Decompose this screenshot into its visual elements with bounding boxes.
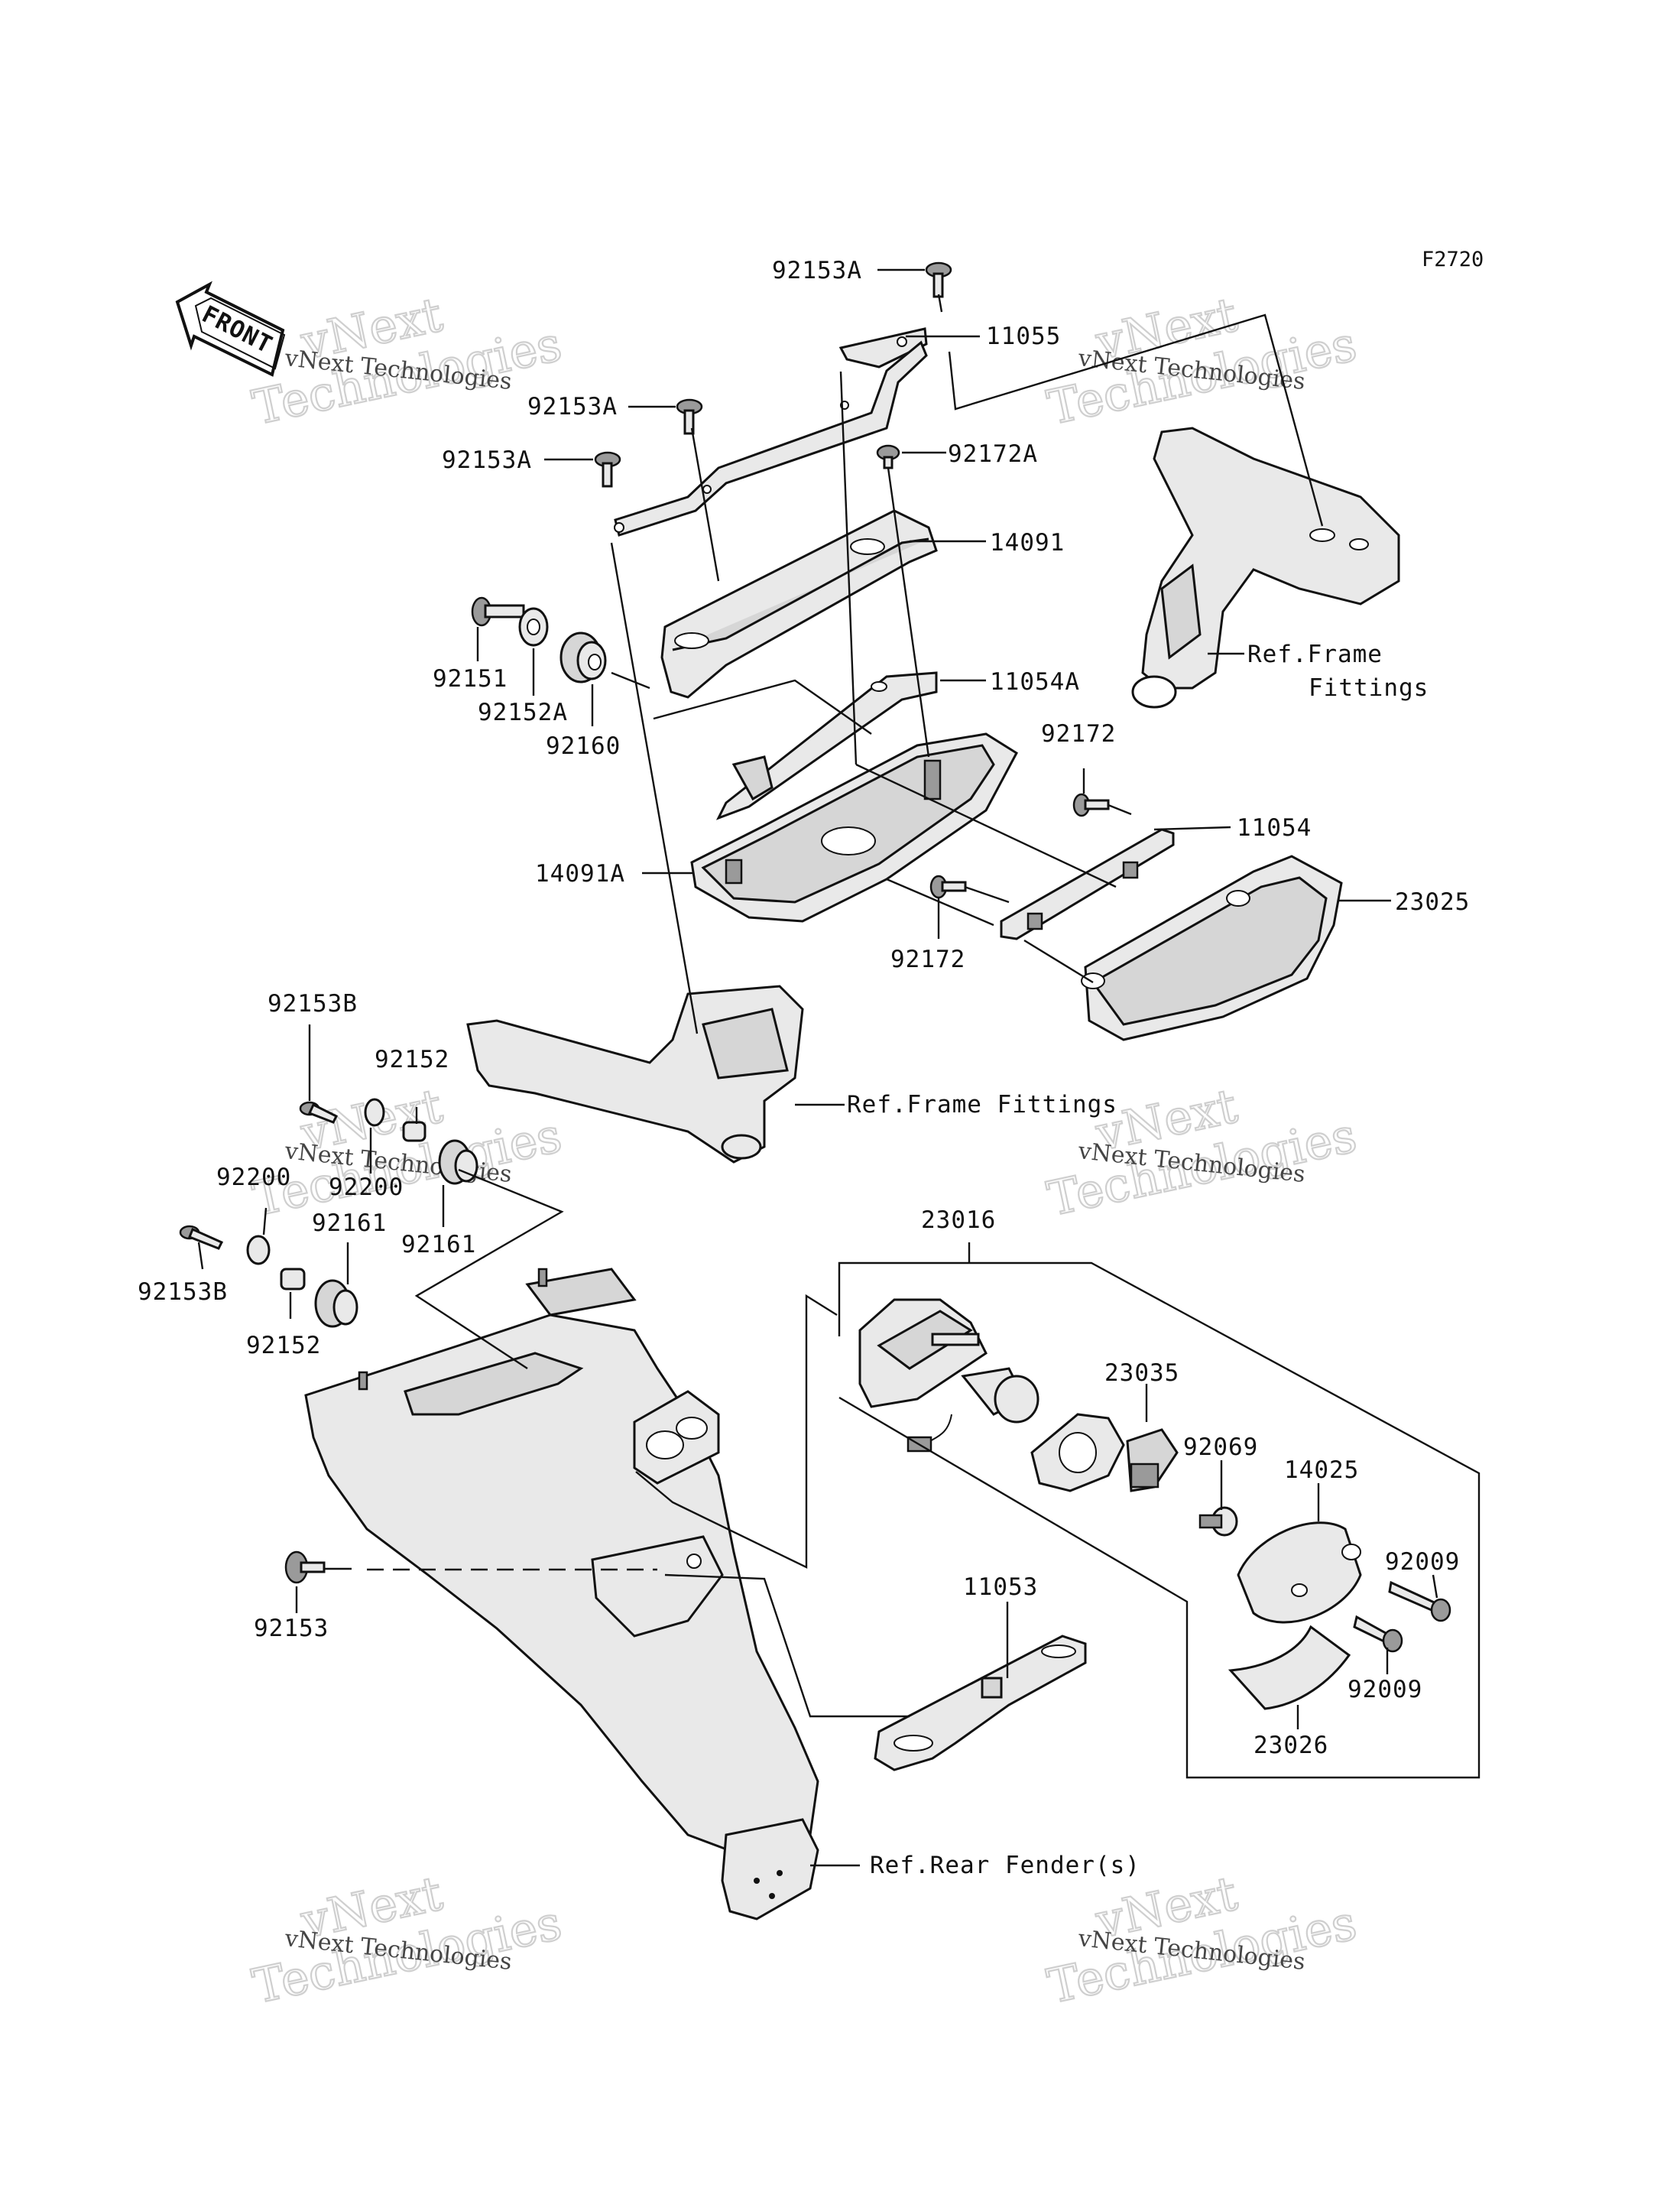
label-92161-left: 92161 bbox=[312, 1209, 387, 1237]
bolt-92153A-mid bbox=[676, 398, 703, 435]
washer-92200-mid bbox=[364, 1098, 385, 1127]
bolt-92172-top bbox=[1072, 793, 1110, 817]
label-ref-frame-upper-2: Fittings bbox=[1309, 674, 1429, 702]
label-23025: 23025 bbox=[1395, 888, 1470, 916]
label-92172-top: 92172 bbox=[1041, 720, 1116, 748]
label-92153A-top: 92153A bbox=[772, 257, 862, 284]
part-11055-bracket bbox=[614, 327, 928, 537]
label-92172A: 92172A bbox=[948, 440, 1038, 468]
grommet-92161-right bbox=[438, 1139, 478, 1185]
label-92153A-left: 92153A bbox=[442, 446, 532, 474]
part-14091A-cover bbox=[690, 732, 1018, 923]
collar-92152A bbox=[518, 607, 549, 647]
label-14025: 14025 bbox=[1284, 1456, 1359, 1484]
label-11055: 11055 bbox=[986, 323, 1061, 350]
label-92152-bottom: 92152 bbox=[246, 1332, 321, 1359]
washer-92200-left bbox=[246, 1235, 271, 1265]
leader-lines bbox=[197, 268, 1481, 1867]
label-92151: 92151 bbox=[433, 665, 508, 693]
bolt-92153A-top bbox=[925, 261, 952, 298]
part-14091-grab-rail bbox=[660, 509, 938, 699]
bolt-92153B-top bbox=[299, 1101, 339, 1124]
grommet-92160 bbox=[559, 631, 607, 683]
label-92200-left: 92200 bbox=[216, 1164, 291, 1191]
label-ref-rear-fender: Ref.Rear Fender(s) bbox=[870, 1852, 1140, 1879]
label-92200-mid: 92200 bbox=[329, 1174, 404, 1201]
screw-92009-top bbox=[1388, 1580, 1451, 1622]
label-92172-bottom: 92172 bbox=[890, 946, 965, 973]
label-11053: 11053 bbox=[963, 1573, 1038, 1601]
label-92161-right: 92161 bbox=[401, 1231, 476, 1258]
ref-rear-fender bbox=[304, 1268, 819, 1920]
screw-92009-bottom bbox=[1353, 1615, 1403, 1653]
part-23026-cover bbox=[1228, 1625, 1351, 1710]
bolt-92151 bbox=[471, 596, 525, 627]
part-23016-license-lamp bbox=[858, 1298, 1039, 1453]
figure-code: F2720 bbox=[1422, 248, 1484, 271]
part-23025-tail-lamp bbox=[1081, 855, 1343, 1041]
collar-92152-bottom bbox=[280, 1268, 306, 1291]
bolt-92172A bbox=[876, 444, 900, 469]
bolt-92153A-left bbox=[594, 451, 621, 488]
label-92153B-top: 92153B bbox=[268, 990, 358, 1018]
bolt-92153B-bottom bbox=[179, 1225, 224, 1250]
label-11054A: 11054A bbox=[990, 668, 1080, 696]
part-11053-bracket bbox=[874, 1635, 1087, 1771]
label-11054: 11054 bbox=[1237, 814, 1312, 842]
bolt-92153 bbox=[284, 1550, 326, 1584]
label-23026: 23026 bbox=[1254, 1732, 1328, 1759]
label-92153B-bottom: 92153B bbox=[138, 1278, 228, 1306]
label-23035: 23035 bbox=[1104, 1359, 1179, 1387]
part-11054A-bracket bbox=[715, 671, 938, 820]
label-92069: 92069 bbox=[1183, 1433, 1258, 1461]
label-92152-top: 92152 bbox=[375, 1046, 449, 1073]
label-ref-frame-upper-1: Ref.Frame bbox=[1247, 641, 1383, 668]
part-labels: 92153A 11055 92153A 92153A 92172A 14091 … bbox=[138, 257, 1470, 1879]
label-92009-bottom: 92009 bbox=[1348, 1676, 1422, 1703]
part-14025-lens bbox=[1237, 1521, 1362, 1624]
label-23016: 23016 bbox=[921, 1206, 996, 1234]
front-arrow-icon: FRONT bbox=[175, 281, 286, 377]
label-92160: 92160 bbox=[546, 732, 621, 760]
label-92153A-mid: 92153A bbox=[527, 393, 618, 420]
ref-frame-fittings-lower bbox=[466, 985, 804, 1164]
part-92069-bulb bbox=[1198, 1506, 1238, 1537]
label-14091A: 14091A bbox=[535, 860, 625, 888]
bolt-92172-bottom bbox=[929, 875, 967, 899]
label-14091: 14091 bbox=[990, 529, 1065, 557]
label-ref-frame-lower: Ref.Frame Fittings bbox=[847, 1091, 1117, 1118]
ref-frame-fittings-upper bbox=[1131, 427, 1400, 709]
label-92009-top: 92009 bbox=[1385, 1548, 1460, 1576]
label-92153: 92153 bbox=[254, 1615, 329, 1642]
grommet-92161-left bbox=[314, 1279, 358, 1328]
part-23035-socket bbox=[1030, 1413, 1179, 1492]
collar-92152-top bbox=[402, 1121, 426, 1142]
label-92152A: 92152A bbox=[478, 699, 568, 726]
